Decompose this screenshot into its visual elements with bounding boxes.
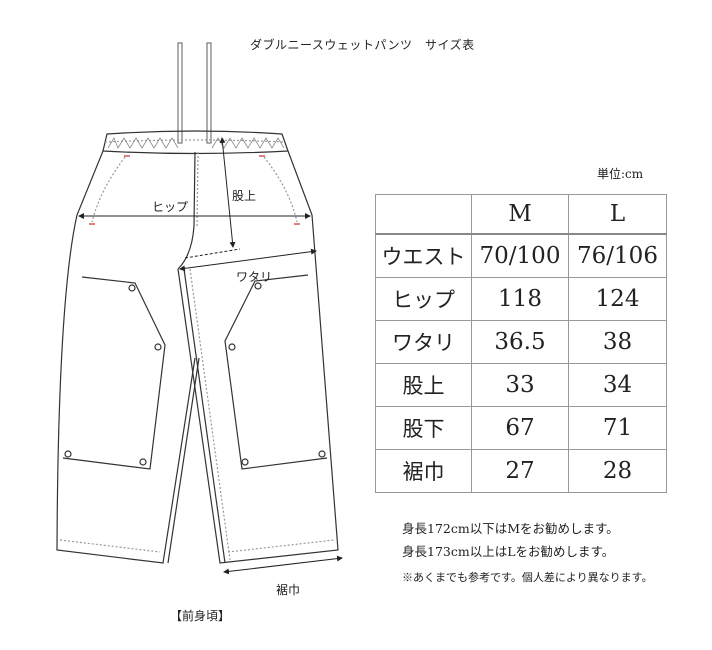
hem-label: 裾巾: [276, 582, 300, 597]
left-leg-outline: [56, 150, 196, 564]
cell-l: 34: [568, 363, 667, 407]
diagram-caption: 【前身頃】: [170, 608, 230, 623]
hem-arrow: [223, 555, 343, 575]
rise-label: 股上: [232, 189, 256, 203]
size-note-l: 身長173cm以上はLをお勧めします。: [402, 544, 615, 559]
row-label: ヒップ: [375, 277, 472, 321]
cell-m: 70/100: [471, 233, 569, 278]
cell-l: 28: [568, 449, 667, 493]
cell-m: 36.5: [471, 320, 569, 364]
right-leg-outline: [177, 150, 339, 564]
drawstrings: [177, 42, 212, 144]
thigh-label: ワタリ: [236, 270, 272, 284]
row-label: 裾巾: [375, 449, 472, 493]
cell-m: 67: [471, 406, 569, 450]
row-label: ウエスト: [375, 233, 472, 278]
waistband: [102, 130, 289, 155]
row-label: 股上: [375, 363, 472, 407]
cell-l: 124: [568, 277, 667, 321]
size-note-m: 身長172cm以下はMをお勧めします。: [402, 521, 619, 536]
cell-l: 71: [568, 406, 667, 450]
header-cell-l: L: [568, 194, 667, 235]
page-title: ダブルニースウェットパンツ サイズ表: [250, 38, 475, 52]
row-label: ワタリ: [375, 320, 472, 364]
thigh-arrow: [179, 248, 317, 272]
hip-label: ヒップ: [152, 200, 188, 214]
cell-m: 118: [471, 277, 569, 321]
unit-label: 単位:cm: [597, 167, 644, 181]
knee-patch-left: [62, 276, 166, 470]
row-label: 股下: [375, 406, 472, 450]
table-header: M L: [375, 194, 667, 235]
cell-m: 27: [471, 449, 569, 493]
cell-l: 76/106: [568, 233, 667, 278]
rise-arrow: [219, 137, 236, 248]
header-cell-m: M: [471, 194, 569, 235]
header-cell: [375, 194, 472, 235]
cell-m: 33: [471, 363, 569, 407]
knee-patch-right: [224, 274, 328, 470]
cell-l: 38: [568, 320, 667, 364]
disclaimer-note: ※あくまでも参考です。個人差により異なります。: [402, 571, 653, 584]
